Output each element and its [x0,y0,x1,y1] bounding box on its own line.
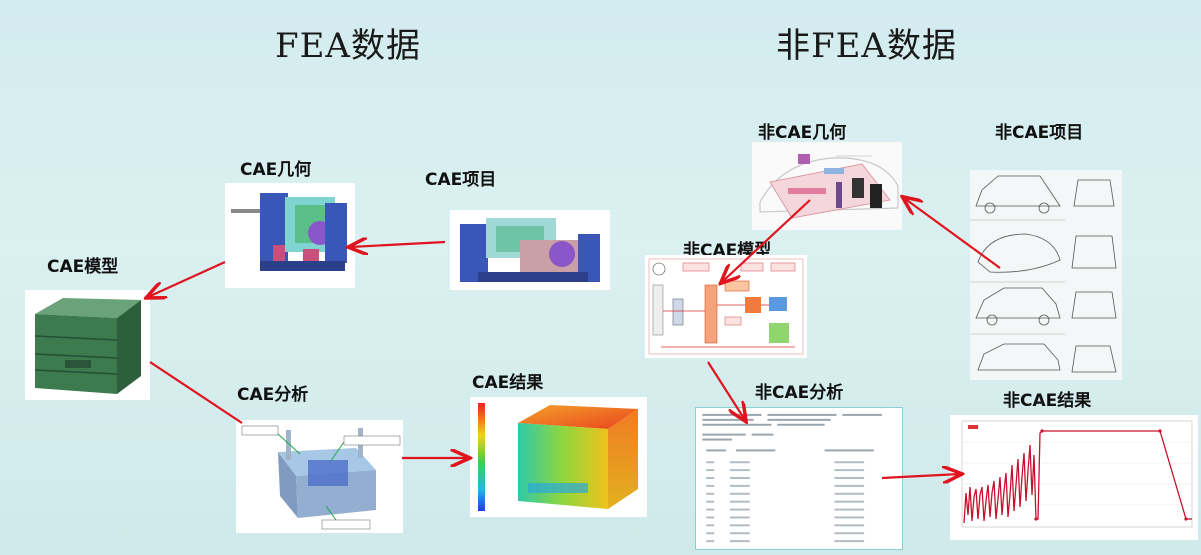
non-cae-project-label: 非CAE项目 [995,123,1084,143]
cae-model-label: CAE模型 [47,257,119,277]
non-cae-analysis-label: 非CAE分析 [755,383,844,403]
non-cae-project-image [970,170,1122,380]
cae-analysis-image [236,420,403,533]
cae-model-image [25,290,150,400]
cae-project-label: CAE项目 [425,170,497,190]
non-cae-result-image [950,415,1198,540]
cae-analysis-label: CAE分析 [237,385,309,405]
arrow-model-to-analysis [149,361,243,424]
cae-geometry-label: CAE几何 [240,160,312,180]
cae-result-image [470,397,647,517]
non-cae-geometry-label: 非CAE几何 [758,123,847,143]
cae-result-label: CAE结果 [472,373,544,393]
non-cae-result-label: 非CAE结果 [1003,391,1092,411]
arrow-geometry-to-model [148,260,226,297]
fea-section-title: FEA数据 [275,26,421,66]
non-cae-analysis-image [695,407,903,550]
non-cae-geometry-image [752,142,902,230]
arrow-project-to-geometry [350,242,446,247]
non-cae-model-image [645,255,807,358]
non-fea-section-title: 非FEA数据 [776,26,957,66]
cae-project-image [450,210,610,290]
cae-geometry-image [225,183,355,288]
